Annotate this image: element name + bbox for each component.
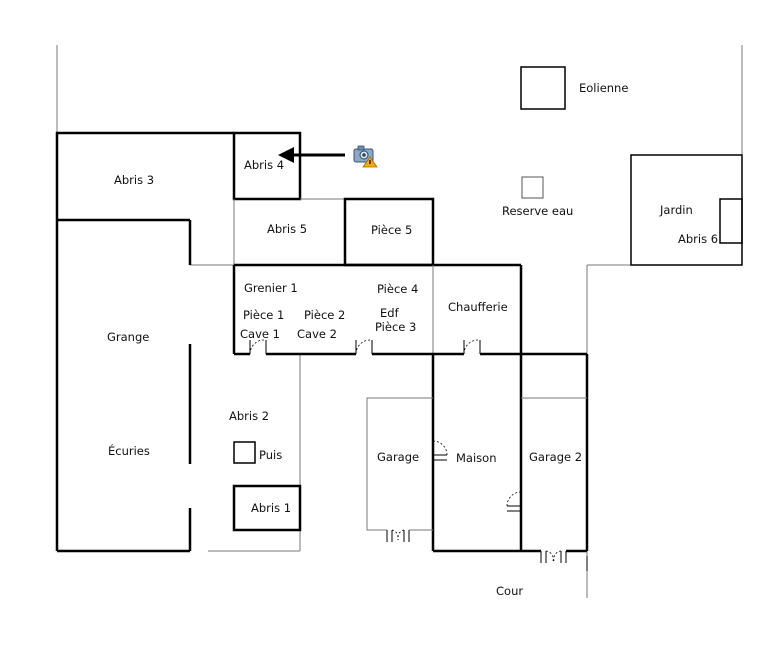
- door-garage-maison: [432, 440, 448, 461]
- label-puits: Puis: [259, 448, 282, 462]
- label-piece4: Pièce 4: [377, 282, 418, 296]
- label-cour: Cour: [496, 584, 523, 598]
- label-reserve-eau: Reserve eau: [502, 204, 573, 218]
- label-abris3: Abris 3: [114, 173, 154, 187]
- label-garage2: Garage 2: [529, 450, 582, 464]
- eolienne-box: [520, 66, 566, 110]
- door-cave2: [355, 339, 373, 355]
- camera-warning-icon[interactable]: [353, 145, 378, 168]
- label-abris4: Abris 4: [244, 158, 284, 172]
- door-garage2-bottom: [540, 550, 567, 563]
- label-cave1: Cave 1: [240, 327, 280, 341]
- label-abris6: Abris 6: [678, 232, 718, 246]
- label-grenier1: Grenier 1: [244, 281, 298, 295]
- label-cave2: Cave 2: [297, 327, 337, 341]
- puits-box: [233, 441, 256, 464]
- abris4-box: [232, 131, 302, 201]
- label-chaufferie: Chaufferie: [448, 300, 508, 314]
- label-piece1: Pièce 1: [243, 308, 284, 322]
- label-abris1: Abris 1: [251, 501, 291, 515]
- abris6-box: [719, 198, 743, 244]
- abris1-box: [232, 484, 302, 532]
- door-garage-bottom: [386, 529, 410, 542]
- door-maison-garage2: [506, 491, 522, 512]
- arrow-left-icon: [278, 147, 345, 163]
- label-piece3: Pièce 3: [375, 320, 416, 334]
- label-garage: Garage: [377, 450, 419, 464]
- label-abris5: Abris 5: [267, 222, 307, 236]
- garage-outline: [366, 397, 433, 531]
- label-piece5: Pièce 5: [371, 223, 412, 237]
- label-jardin: Jardin: [659, 203, 693, 217]
- reserve-eau-box: [521, 176, 544, 199]
- label-piece2: Pièce 2: [304, 308, 345, 322]
- label-abris2: Abris 2: [229, 409, 269, 423]
- label-ecuries: Écuries: [108, 443, 150, 458]
- door-chaufferie: [463, 339, 481, 355]
- label-eolienne: Eolienne: [579, 81, 628, 95]
- door-cave1: [249, 339, 267, 355]
- label-maison: Maison: [456, 451, 496, 465]
- abris3-outline: [55, 131, 234, 220]
- label-grange: Grange: [107, 330, 149, 344]
- label-edf: Edf: [380, 306, 400, 320]
